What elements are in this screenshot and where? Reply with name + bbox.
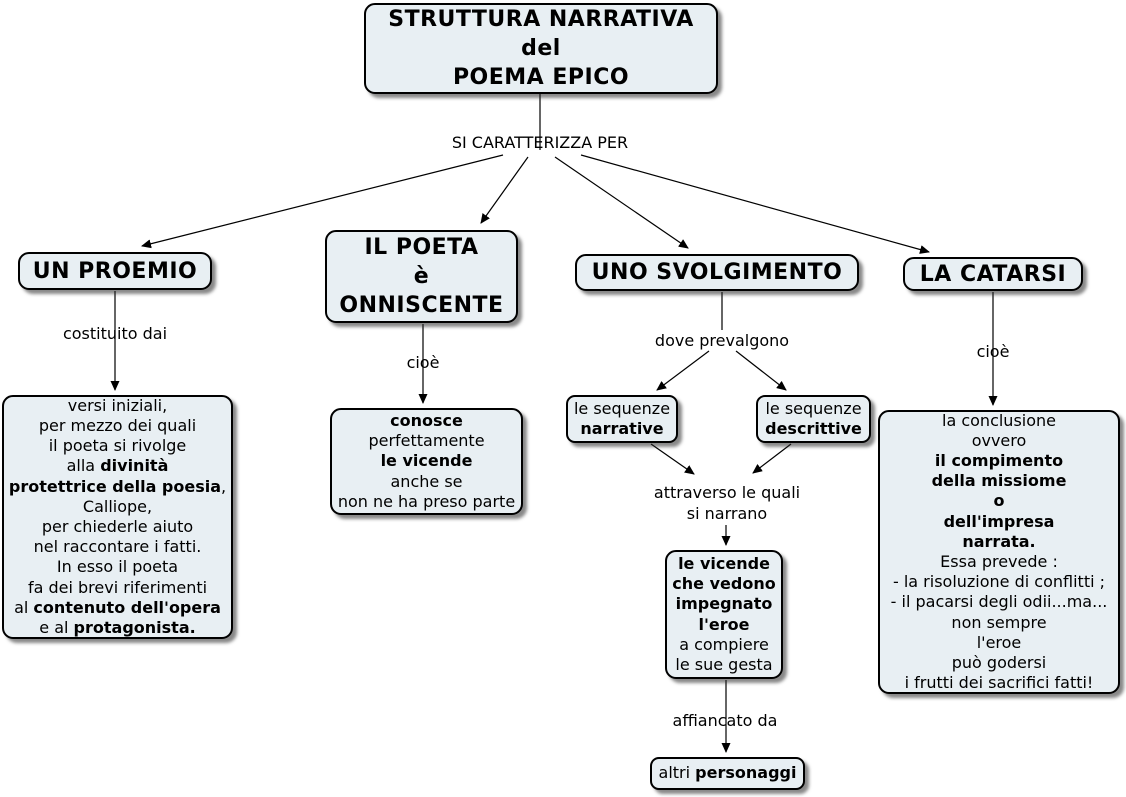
- node-uno-svolgimento-label: UNO SVOLGIMENTO: [591, 260, 843, 285]
- arrow-dove-to-narrative: [656, 350, 710, 391]
- arrow-descrittive-to-attraverso: [752, 443, 792, 474]
- arrow-label-to-proemio: [141, 154, 504, 249]
- connector-label-costituito-dai: costituito dai: [62, 324, 168, 343]
- node-un-proemio: UN PROEMIO: [18, 252, 212, 290]
- node-altri-personaggi: altri personaggi: [650, 757, 805, 790]
- connector-label-affiancato-da: affiancato da: [672, 711, 778, 730]
- connector-label-dove-prevalgono: dove prevalgono: [654, 331, 790, 350]
- arrow-dove-to-descrittive: [735, 350, 787, 391]
- connector-label-cioe-catarsi: cioè: [976, 342, 1010, 361]
- node-un-proemio-label: UN PROEMIO: [32, 258, 198, 284]
- arrow-narrative-to-attraverso: [650, 443, 695, 475]
- connector-label-cioe-poeta: cioè: [406, 353, 440, 372]
- connector-label-si-caratterizza: SI CARATTERIZZA PER: [451, 133, 629, 152]
- arrow-label-to-catarsi: [580, 154, 930, 254]
- arrow-label-to-poeta: [480, 156, 529, 224]
- arrow-label-to-svolgimento: [554, 156, 689, 249]
- node-la-catarsi: LA CATARSI: [903, 257, 1083, 291]
- node-uno-svolgimento: UNO SVOLGIMENTO: [575, 254, 859, 291]
- node-la-catarsi-label: LA CATARSI: [919, 261, 1067, 287]
